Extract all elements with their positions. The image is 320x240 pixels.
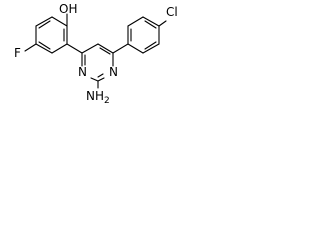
double-bond-inner bbox=[144, 41, 157, 50]
amino-label: NH2 bbox=[86, 89, 110, 106]
double-bond-inner bbox=[38, 41, 51, 50]
chlorophenyl-ring bbox=[127, 16, 160, 54]
bond bbox=[51, 16, 68, 27]
pyrimidine-ring bbox=[81, 43, 114, 82]
hydroxyl-label: OH bbox=[59, 2, 77, 16]
amino-label-subscript: 2 bbox=[104, 96, 110, 106]
chemical-structure: OH F Cl N N NH2 bbox=[14, 2, 178, 106]
phenol-ring bbox=[35, 16, 68, 54]
bond bbox=[142, 16, 160, 27]
bond-pyrimidine-chlorophenyl bbox=[112, 43, 129, 54]
bond bbox=[142, 43, 160, 54]
bond bbox=[81, 43, 99, 54]
bond bbox=[127, 16, 144, 27]
ring-nitrogen-left-label: N bbox=[78, 65, 87, 79]
ring-nitrogen-right-label: N bbox=[109, 65, 118, 79]
double-bond-inner bbox=[144, 20, 157, 29]
double-bond-inner bbox=[97, 73, 104, 78]
bond bbox=[35, 43, 53, 54]
bond bbox=[51, 43, 68, 54]
bond-phenol-pyrimidine bbox=[66, 43, 83, 54]
bond bbox=[35, 16, 53, 27]
bond-to-chlorine bbox=[158, 20, 167, 27]
chlorine-label: Cl bbox=[166, 5, 178, 19]
double-bond-inner bbox=[99, 47, 111, 55]
bond bbox=[97, 77, 105, 82]
bond bbox=[90, 77, 99, 82]
bond bbox=[127, 43, 144, 54]
fluorine-label: F bbox=[14, 46, 21, 60]
bond-to-fluorine bbox=[24, 43, 37, 52]
amino-label-main: NH bbox=[86, 89, 104, 103]
double-bond-inner bbox=[38, 20, 51, 29]
bond bbox=[97, 43, 114, 54]
